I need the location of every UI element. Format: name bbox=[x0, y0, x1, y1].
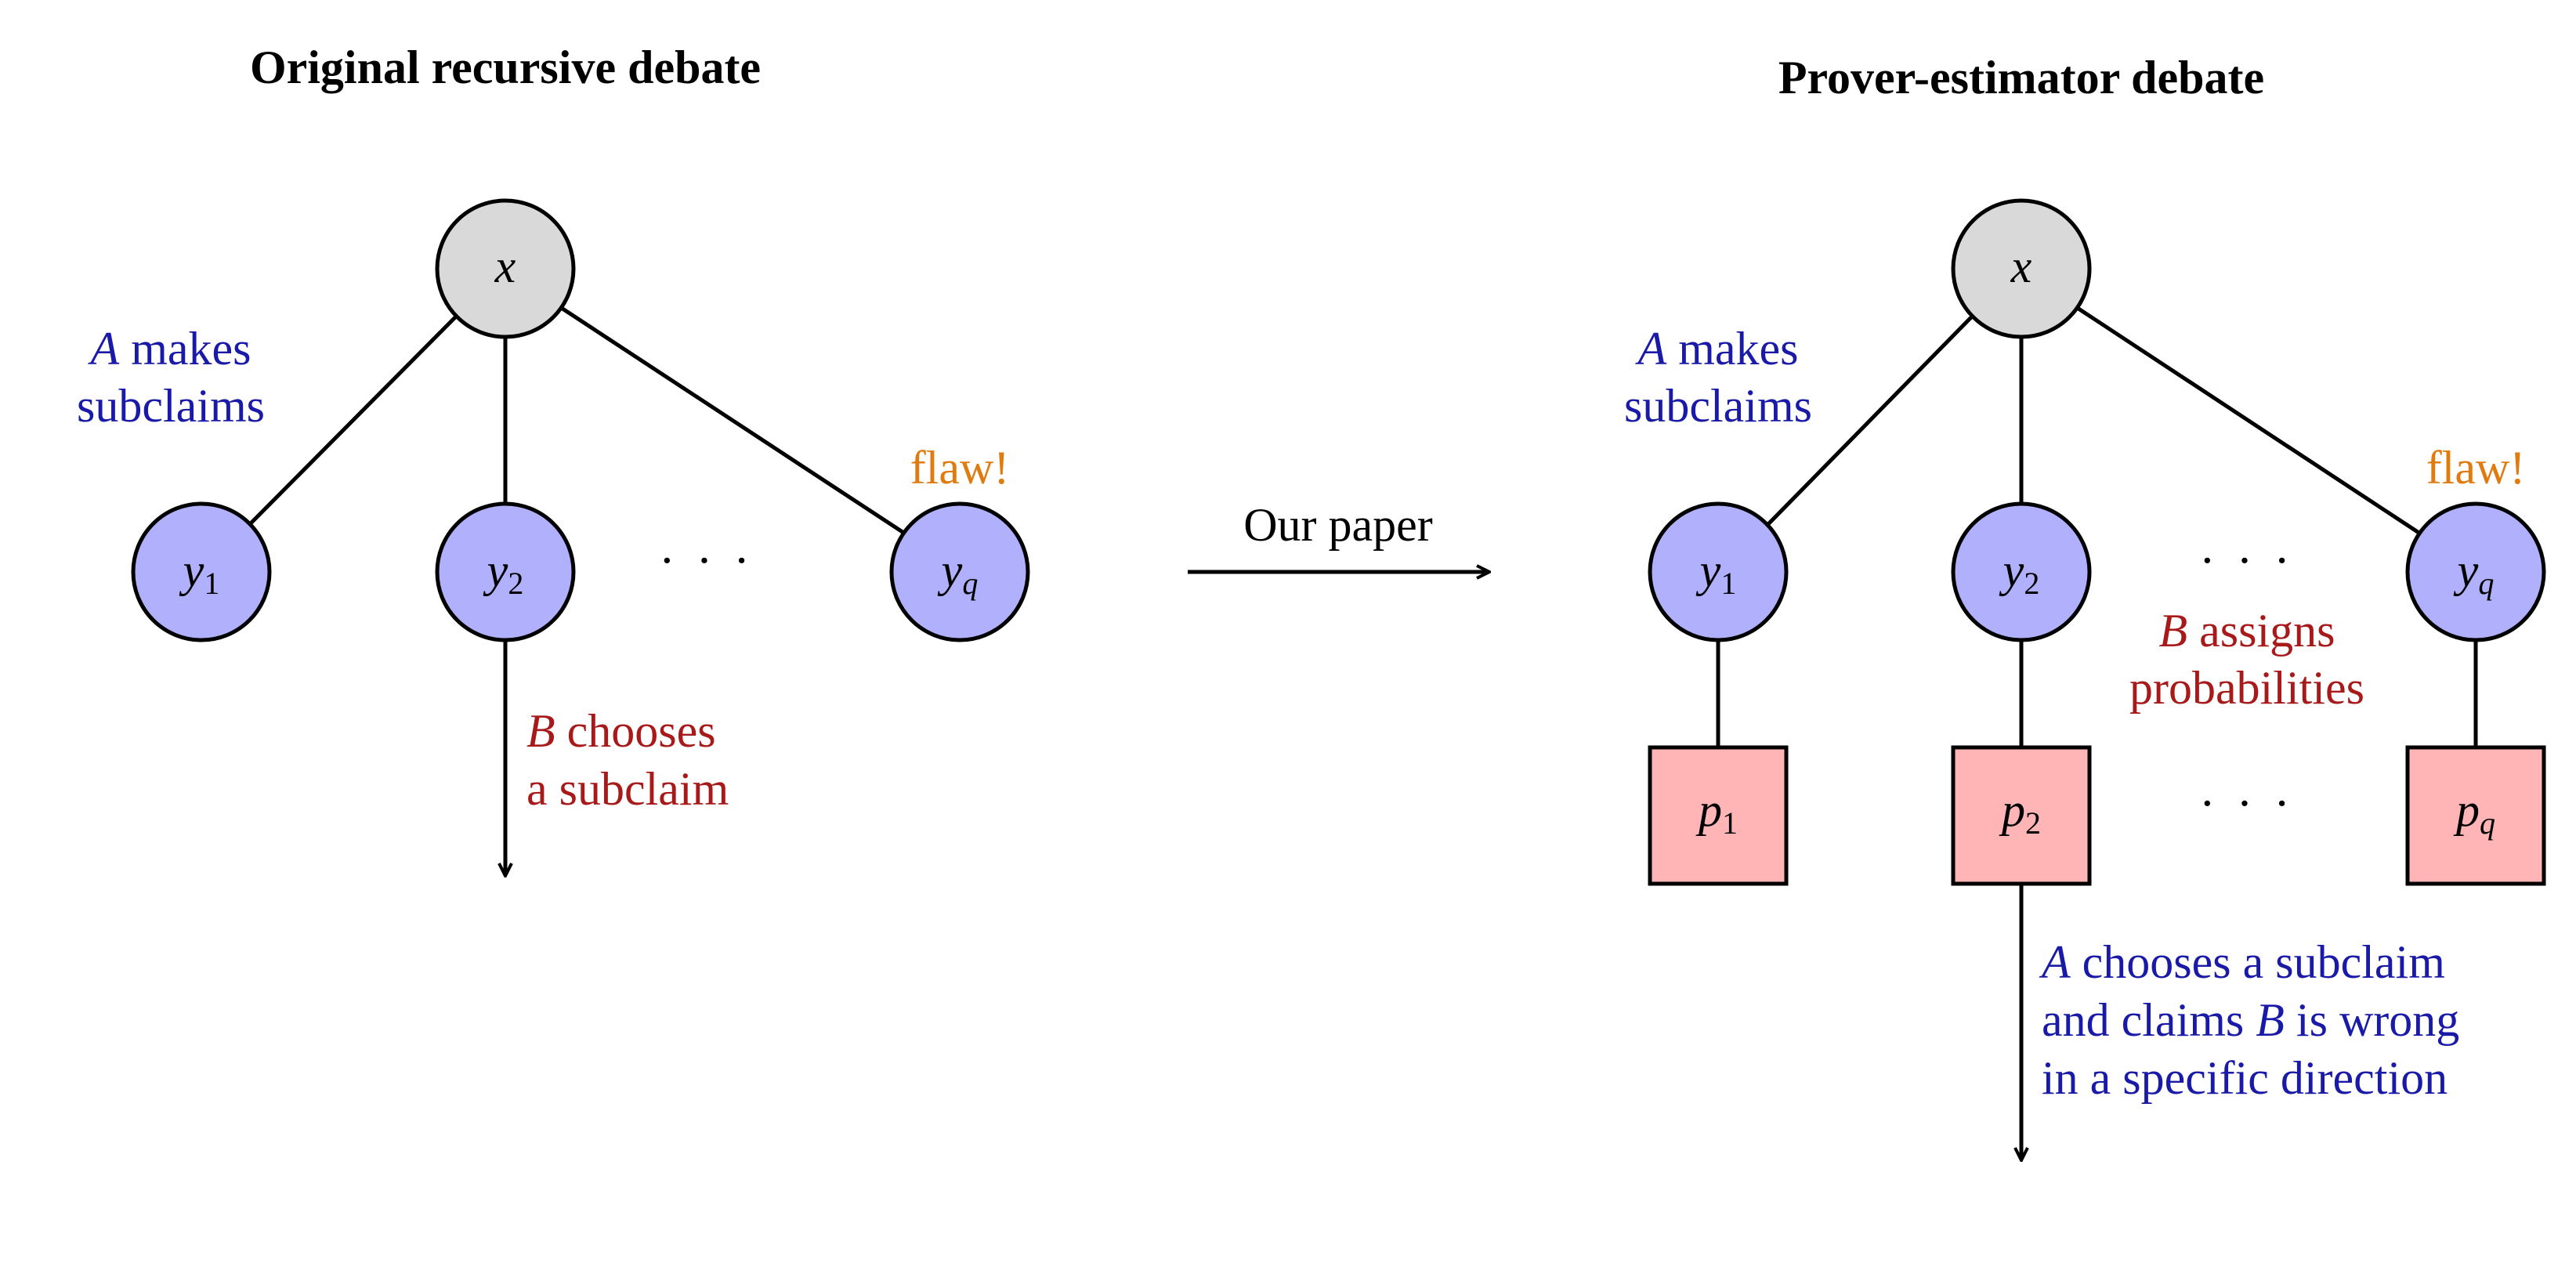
left-subclaim-node-q: yq bbox=[889, 501, 1030, 642]
transition-label: Our paper bbox=[1243, 499, 1433, 551]
left-root-label: x bbox=[494, 241, 516, 292]
right-root-node: x bbox=[1951, 198, 2092, 339]
right-subclaim-node-q: yq bbox=[2405, 501, 2546, 642]
right-choose-label-line3: in a specific direction bbox=[2042, 1052, 2448, 1104]
left-edge-root-y1 bbox=[247, 314, 458, 527]
right-probability-label-1: p1 bbox=[1695, 784, 1738, 841]
right-probability-box-2: p2 bbox=[1951, 745, 2092, 886]
right-tree: x y1 y2 yq p1 p2 pq · · · · · · bbox=[1624, 198, 2546, 1160]
left-flaw-label: flaw! bbox=[910, 442, 1010, 494]
left-ellipsis: · · · bbox=[660, 536, 753, 587]
right-probability-label-2: p2 bbox=[1999, 784, 2041, 841]
left-makes-label-line1: A makes bbox=[88, 323, 251, 374]
left-subclaim-node-1: y1 bbox=[131, 501, 272, 642]
transition: Our paper bbox=[1188, 499, 1489, 572]
right-assign-label-line1: B assigns bbox=[2158, 605, 2335, 657]
right-subclaim-node-2: y2 bbox=[1951, 501, 2092, 642]
right-title: Prover-estimator debate bbox=[1778, 52, 2264, 103]
right-probability-box-q: pq bbox=[2405, 745, 2546, 886]
left-choose-label-line2: a subclaim bbox=[526, 763, 729, 815]
left-subclaim-label-1: y1 bbox=[179, 545, 220, 601]
right-flaw-label: flaw! bbox=[2426, 442, 2526, 494]
left-subclaim-label-2: y2 bbox=[483, 545, 524, 601]
left-edge-root-yq bbox=[559, 305, 909, 537]
right-edge-root-yq bbox=[2075, 305, 2424, 537]
right-makes-label-line2: subclaims bbox=[1624, 380, 1812, 432]
right-subclaim-node-1: y1 bbox=[1648, 501, 1789, 642]
right-subclaim-label-1: y1 bbox=[1695, 545, 1737, 601]
left-title: Original recursive debate bbox=[250, 42, 761, 93]
right-probability-ellipsis: · · · bbox=[2200, 779, 2293, 830]
left-tree: x y1 y2 yq · · · A makes subclaims flaw!… bbox=[77, 198, 1030, 875]
left-root-node: x bbox=[435, 198, 576, 339]
right-root-label: x bbox=[2010, 241, 2032, 292]
right-choose-label-line2: and claims B is wrong bbox=[2042, 994, 2459, 1046]
left-subclaim-label-q: yq bbox=[937, 545, 979, 601]
right-choose-label-line1: A chooses a subclaim bbox=[2039, 936, 2445, 988]
right-probability-label-q: pq bbox=[2453, 784, 2495, 841]
right-probability-box-1: p1 bbox=[1648, 745, 1789, 886]
right-makes-label-line1: A makes bbox=[1635, 323, 1799, 374]
right-subclaim-label-2: y2 bbox=[1999, 545, 2040, 601]
right-subclaim-ellipsis: · · · bbox=[2200, 536, 2293, 587]
right-subclaim-label-q: yq bbox=[2453, 545, 2495, 601]
left-subclaim-node-2: y2 bbox=[435, 501, 576, 642]
right-edge-root-y1 bbox=[1765, 314, 1974, 527]
left-makes-label-line2: subclaims bbox=[77, 380, 265, 432]
left-choose-label-line1: B chooses bbox=[526, 705, 716, 757]
right-assign-label-line2: probabilities bbox=[2129, 662, 2364, 714]
